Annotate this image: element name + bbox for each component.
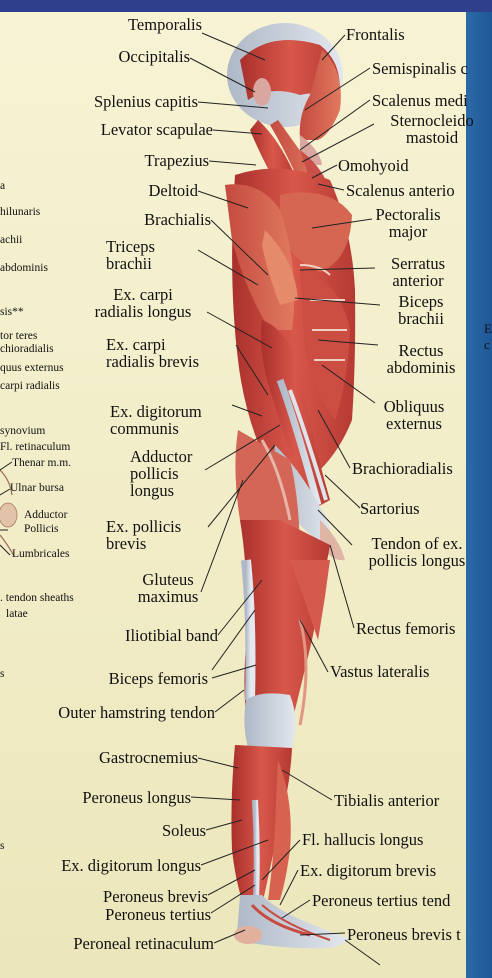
cut-label-sis: sis**: [0, 306, 24, 319]
label-gastrocnemius: Gastrocnemius: [64, 749, 198, 766]
label-scalenus-anterior: Scalenus anterio: [346, 182, 455, 199]
label-rectus-abdominis: Rectus abdominis: [374, 342, 468, 376]
label-triceps-brachii: Triceps brachii: [106, 238, 155, 272]
label-levator-scapulae: Levator scapulae: [60, 121, 213, 138]
label-frontalis: Frontalis: [346, 26, 405, 43]
cut-label-abdominis: abdominis: [0, 262, 48, 275]
lower-leg: [231, 745, 292, 905]
label-fl-hallucis-longus: Fl. hallucis longus: [302, 831, 423, 848]
knee: [244, 693, 295, 748]
label-splenius-capitis: Splenius capitis: [46, 93, 198, 110]
cut-label-adductor-pollicis: Adductor Pollicis: [24, 508, 67, 536]
cut-label-s2: s: [0, 840, 4, 853]
label-peroneus-tertius-tendon: Peroneus tertius tend: [312, 892, 450, 909]
label-biceps-brachii: Biceps brachii: [382, 293, 460, 327]
label-occipitalis: Occipitalis: [80, 48, 190, 65]
cut-label-fl-retinaculum: Fl. retinaculum: [0, 441, 70, 454]
label-peroneus-tertius: Peroneus tertius: [70, 906, 211, 923]
label-brachioradialis: Brachioradialis: [352, 460, 453, 477]
label-biceps-femoris: Biceps femoris: [72, 670, 208, 687]
label-sartorius: Sartorius: [360, 500, 420, 517]
label-omohyoid: Omohyoid: [338, 157, 409, 174]
label-semispinalis: Semispinalis c: [372, 60, 468, 77]
label-peroneal-retinaculum: Peroneal retinaculum: [30, 935, 214, 952]
label-adductor-pollicis-longus: Adductor pollicis longus: [130, 448, 192, 499]
label-ex-digitorum-communis: Ex. digitorum communis: [110, 403, 202, 437]
label-deltoid: Deltoid: [112, 182, 198, 199]
cut-label-hilunaris: hilunaris: [0, 206, 40, 219]
label-rectus-femoris: Rectus femoris: [356, 620, 455, 637]
label-ex-digitorum-brevis: Ex. digitorum brevis: [300, 862, 436, 879]
cut-label-ulnar-bursa: Ulnar bursa: [10, 482, 64, 495]
cut-label-latae: latae: [6, 608, 28, 621]
label-ex-pollicis-brevis: Ex. pollicis brevis: [106, 518, 181, 552]
cut-label-thenar: Thenar m.m.: [12, 457, 71, 470]
label-obliquus-externus: Obliquus externus: [372, 398, 456, 432]
cut-label-a: a: [0, 180, 5, 193]
cut-label-chioradialis: chioradialis: [0, 343, 54, 356]
label-outer-hamstring-tendon: Outer hamstring tendon: [12, 704, 215, 721]
label-temporalis: Temporalis: [96, 16, 202, 33]
label-scalenus-medius: Scalenus medi: [372, 92, 468, 109]
cut-label-achii: achii: [0, 234, 22, 247]
label-gluteus-maximus: Gluteus maximus: [135, 571, 201, 605]
label-ex-carpi-radialis-longus: Ex. carpi radialis longus: [78, 286, 208, 320]
label-ex-carpi-radialis-brevis: Ex. carpi radialis brevis: [106, 336, 199, 370]
cut-right-c: c: [484, 338, 490, 351]
label-trapezius: Trapezius: [108, 152, 209, 169]
label-vastus-lateralis: Vastus lateralis: [330, 663, 429, 680]
cut-label-tor-teres: tor teres: [0, 330, 37, 343]
cut-label-quus-externus: quus externus: [0, 362, 64, 375]
cut-label-carpi-radialis: carpi radialis: [0, 380, 60, 393]
cut-label-tendon-sheaths: . tendon sheaths: [0, 592, 74, 605]
label-peroneus-brevis: Peroneus brevis: [70, 888, 208, 905]
label-tibialis-anterior: Tibialis anterior: [334, 792, 439, 809]
label-brachialis: Brachialis: [100, 211, 211, 228]
label-sternocleidomastoid: Sternocleido mastoid: [376, 112, 488, 146]
cut-label-synovium: synovium: [0, 425, 45, 438]
cut-label-s1: s: [0, 668, 4, 681]
label-soleus: Soleus: [140, 822, 206, 839]
cut-right-b: E: [484, 322, 492, 335]
label-iliotibial-band: Iliotibial band: [80, 627, 218, 644]
label-pectoralis-major: Pectoralis major: [372, 206, 444, 240]
cut-label-lumbricales: Lumbricales: [12, 548, 69, 561]
label-peroneus-longus: Peroneus longus: [60, 789, 191, 806]
label-tendon-ex-pollicis-longus: Tendon of ex. pollicis longus: [352, 535, 482, 569]
label-ex-digitorum-longus: Ex. digitorum longus: [20, 857, 201, 874]
label-serratus-anterior: Serratus anterior: [376, 255, 460, 289]
label-peroneus-brevis-tendon: Peroneus brevis t: [347, 926, 461, 943]
